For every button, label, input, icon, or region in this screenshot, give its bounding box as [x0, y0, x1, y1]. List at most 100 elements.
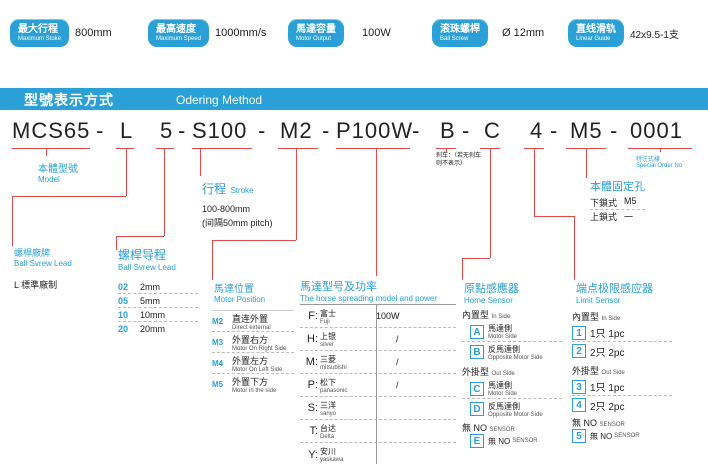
underline	[156, 148, 174, 149]
underline	[116, 148, 134, 149]
home-en: Home Sensor	[464, 296, 513, 305]
home-none-heading: 無 NO SENSOR	[462, 423, 515, 433]
ball-lead-en: Ball Svrew Lead	[118, 263, 176, 272]
spec-label: 滚珠螺桿	[440, 23, 480, 35]
limit-en: Limit Sensor	[576, 296, 621, 305]
home-outside-heading: 外掛型 Out Side	[462, 367, 515, 377]
code-fix-hole: M5	[570, 118, 603, 143]
underline	[336, 148, 410, 149]
special-cn: 特注式樣	[636, 157, 661, 163]
spec-value: 1000mm/s	[215, 27, 267, 39]
code-model: MCS65	[12, 118, 91, 143]
code-special: 0001	[630, 118, 683, 143]
brake-note: 刹车：（若无刹车则不表示）	[436, 153, 482, 167]
lead-brand-section: 螺桿廠牌 Ball Svrew Lead L 標準廠制	[14, 246, 72, 291]
underline	[278, 148, 318, 149]
connector	[126, 148, 127, 196]
connector	[660, 148, 661, 152]
spec-label: 直线滑轨	[576, 23, 616, 35]
stroke-cn: 行程	[202, 182, 227, 196]
spec-value: 42x9.5-1支	[630, 29, 679, 41]
spec-label: 馬達容量	[296, 23, 336, 35]
code-lead-brand: L	[120, 118, 134, 143]
model-en: Model	[38, 175, 60, 184]
code-dash: -	[550, 118, 559, 143]
code-dash: -	[178, 118, 187, 143]
lead-brand-item: L 標準廠制	[14, 280, 58, 290]
connector	[586, 148, 587, 178]
connector	[534, 216, 574, 217]
stroke-pitch: (间隔50mm pitch)	[202, 218, 273, 228]
connector	[376, 148, 377, 276]
connector	[212, 240, 296, 241]
home-inside-heading: 內置型 In Side	[462, 310, 511, 320]
connector	[462, 258, 490, 259]
spec-value: Ø 12mm	[502, 27, 545, 39]
special-order: 特注式樣 Special Order No	[636, 154, 682, 169]
home-cn: 原點感應器	[464, 283, 519, 295]
motor-position-section: 馬達位置 Motor Position	[214, 280, 294, 304]
underline	[192, 148, 252, 149]
limit-none-heading: 無 NO SENSOR	[572, 418, 625, 428]
spec-label-en: Maximum Speed	[156, 35, 202, 42]
model-label: 本體型號 Model	[38, 160, 78, 184]
spec-label-en: Maximum Stoke	[18, 35, 62, 42]
code-lead: 5	[160, 118, 174, 143]
fix-hole-cn: 本體固定孔	[590, 181, 645, 193]
underline	[12, 148, 90, 149]
spec-label-en: Ball Screw	[440, 35, 469, 42]
motor-model-section: 馬達型号及功率 The horse spreading model and po…	[300, 278, 460, 303]
code-dash: -	[412, 118, 421, 143]
connector	[490, 148, 491, 258]
page-title: 型號表示方式	[24, 92, 114, 108]
code-limit-sensor: 4	[530, 118, 544, 143]
connector	[574, 216, 575, 280]
code-dash: -	[610, 118, 619, 143]
special-en: Special Order No	[636, 163, 683, 169]
connector	[534, 148, 535, 216]
spec-value: 100W	[362, 27, 391, 39]
connector	[212, 240, 213, 280]
stroke-section: 行程 Stroke 100-800mm (间隔50mm pitch)	[202, 180, 273, 229]
limit-cn: 端点极限感应器	[576, 283, 653, 295]
home-sensor-section: 原點感應器 Home Sensor	[464, 280, 519, 305]
stroke-range: 100-800mm	[202, 204, 251, 214]
spec-value: 800mm	[75, 27, 112, 39]
motor-model-cn: 馬達型号及功率	[300, 281, 377, 293]
code-motor-power: P100W	[336, 118, 414, 143]
lead-brand-en: Ball Svrew Lead	[14, 259, 72, 268]
limit-sensor-section: 端点极限感应器 Limit Sensor	[576, 280, 653, 305]
spec-label: 最高速度	[156, 23, 196, 35]
spec-label: 最大行程	[18, 23, 58, 35]
stroke-en: Stroke	[230, 186, 254, 195]
